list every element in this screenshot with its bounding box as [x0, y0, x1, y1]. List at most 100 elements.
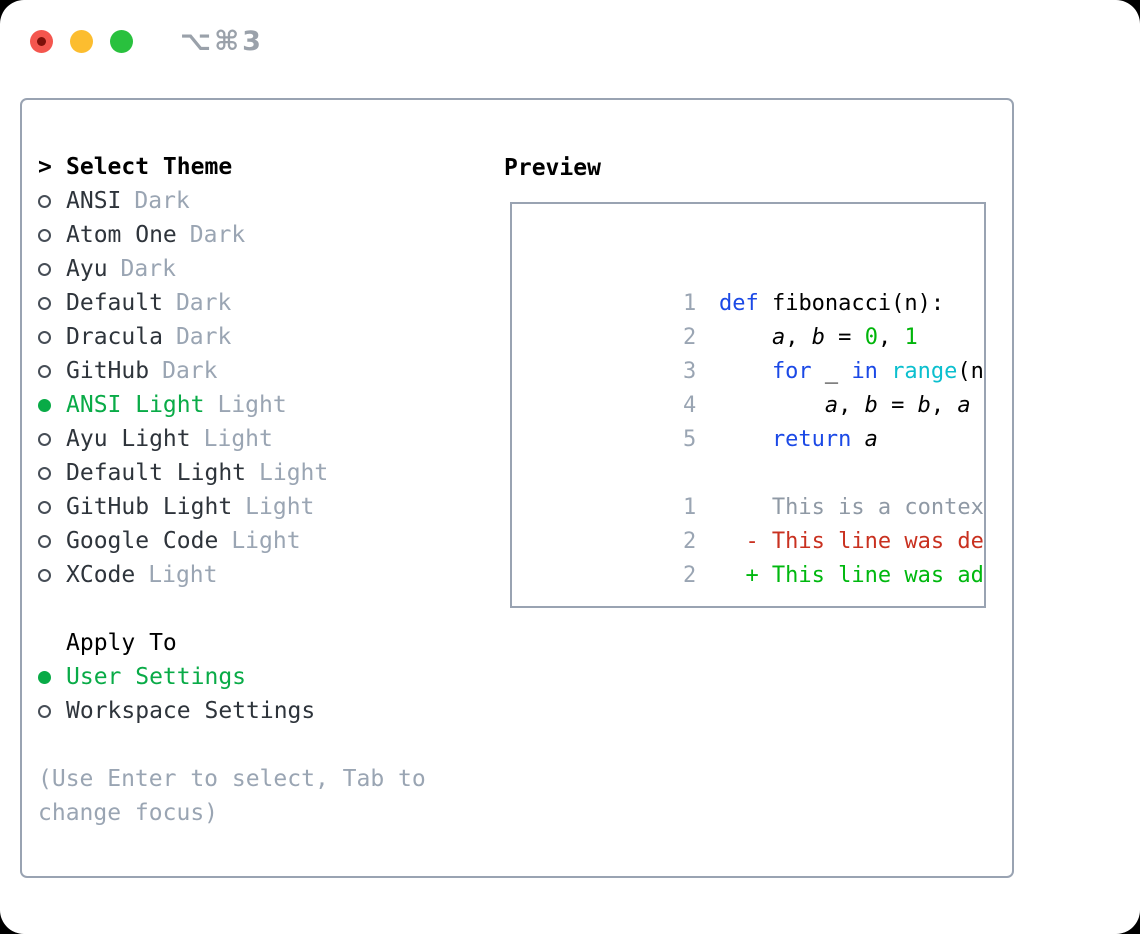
- line-number: 1: [682, 495, 697, 520]
- line-number: 5: [682, 427, 697, 452]
- theme-name: ANSI: [66, 188, 122, 214]
- spacer: [38, 728, 453, 762]
- diff-line: 2 - This line was deleted.: [524, 491, 984, 554]
- code-token: (n):: [957, 359, 984, 384]
- theme-variant-label: Light: [245, 494, 315, 520]
- theme-option[interactable]: Google Code Light: [38, 524, 453, 558]
- theme-option[interactable]: XCode Light: [38, 558, 453, 592]
- code-line: 3 for _ in range(n):: [524, 321, 984, 384]
- theme-variant-label: Light: [217, 392, 287, 418]
- theme-option[interactable]: Ayu Dark: [38, 252, 453, 286]
- code-text: return a: [719, 427, 878, 452]
- apply-option[interactable]: User Settings: [38, 660, 453, 694]
- radio-icon: [38, 228, 66, 242]
- code-line: 5 return a: [524, 389, 984, 452]
- line-number: 3: [682, 359, 697, 384]
- theme-variant-label: Light: [259, 460, 329, 486]
- minimize-button[interactable]: [70, 30, 93, 53]
- radio-icon: [38, 364, 66, 378]
- theme-variant-label: Light: [203, 426, 273, 452]
- theme-variant-label: Dark: [134, 188, 190, 214]
- code-token: 1: [904, 325, 918, 350]
- code-text: for _ in range(n):: [719, 359, 984, 384]
- code-token: ,: [930, 393, 958, 418]
- theme-variant-label: Dark: [189, 222, 246, 248]
- code-token: [719, 393, 825, 418]
- radio-icon: [38, 296, 66, 310]
- section-title-apply-to: Apply To: [66, 630, 177, 656]
- theme-name: Ayu: [66, 256, 108, 282]
- code-token: [719, 325, 772, 350]
- code-text: a, b = b, a + b: [719, 393, 984, 418]
- theme-variant-label: Light: [148, 562, 218, 588]
- radio-icon: [38, 704, 66, 718]
- theme-name: Atom One: [66, 222, 177, 248]
- apply-option[interactable]: Workspace Settings: [38, 694, 453, 728]
- code-token: [719, 359, 772, 384]
- theme-option[interactable]: ANSI Dark: [38, 184, 453, 218]
- apply-to-list: User Settings Workspace Settings: [38, 660, 453, 728]
- theme-option[interactable]: Atom One Dark: [38, 218, 453, 252]
- close-button[interactable]: [30, 30, 53, 53]
- radio-icon: [38, 330, 66, 344]
- theme-option[interactable]: Dracula Dark: [38, 320, 453, 354]
- theme-name: Default Light: [66, 460, 247, 486]
- radio-icon: [38, 568, 66, 582]
- theme-option[interactable]: GitHub Light Light: [38, 490, 453, 524]
- window-shortcut-label: ⌥⌘3: [180, 26, 264, 57]
- window-titlebar: ⌥⌘3: [30, 26, 264, 57]
- preview-title: Preview: [504, 155, 601, 181]
- theme-variant-label: Dark: [175, 324, 232, 350]
- code-token: [719, 427, 772, 452]
- code-token: ,: [838, 393, 865, 418]
- code-text: def fibonacci(n):: [719, 291, 944, 316]
- zoom-button[interactable]: [110, 30, 133, 53]
- code-token: in: [851, 359, 878, 384]
- theme-name: ANSI Light: [66, 392, 205, 418]
- radio-icon: [38, 500, 66, 514]
- radio-icon: [38, 194, 66, 208]
- code-token: ,: [877, 325, 905, 350]
- code-token: return: [771, 427, 852, 452]
- diff-line: 1 This is a context line.: [524, 457, 984, 520]
- theme-name: GitHub: [66, 358, 150, 384]
- diff-line: 2 + This line was added.: [524, 525, 984, 588]
- code-token: b: [864, 393, 878, 418]
- code-token: ,: [785, 325, 812, 350]
- theme-name: Ayu Light: [66, 426, 191, 452]
- theme-variant-label: Dark: [120, 256, 176, 282]
- theme-option[interactable]: ANSI Light Light: [38, 388, 453, 422]
- hint-text: (Use Enter to select, Tab to change focu…: [38, 766, 426, 826]
- radio-icon: [38, 534, 66, 548]
- diff-text: This is a context line.: [771, 495, 984, 520]
- diff-block: 1 This is a context line. 2 - This line …: [524, 457, 984, 588]
- code-token: b: [917, 393, 931, 418]
- theme-option[interactable]: Ayu Light Light: [38, 422, 453, 456]
- section-title-select-theme: Select Theme: [66, 154, 233, 180]
- theme-picker-panel: > Select Theme ANSI Dark Atom One Dark A: [20, 98, 1014, 878]
- theme-variant-label: Light: [231, 528, 301, 554]
- code-token: _: [811, 359, 852, 384]
- line-number: 2: [682, 529, 697, 554]
- line-number: 2: [682, 563, 697, 588]
- code-token: [851, 427, 864, 452]
- diff-text: - This line was deleted.: [745, 529, 984, 554]
- apply-option-label: Workspace Settings: [66, 698, 316, 724]
- code-token: fibonacci(n):: [758, 291, 945, 316]
- radio-icon: [38, 466, 66, 480]
- line-number: 2: [682, 325, 697, 350]
- theme-option[interactable]: Default Light Light: [38, 456, 453, 490]
- code-text: a, b = 0, 1: [719, 325, 918, 350]
- code-token: def: [718, 291, 759, 316]
- spacer: [38, 592, 453, 626]
- radio-icon: [38, 398, 66, 412]
- code-line: 2 a, b = 0, 1: [524, 287, 984, 350]
- radio-icon: [38, 670, 66, 684]
- code-token: a: [771, 325, 786, 350]
- theme-option[interactable]: GitHub Dark: [38, 354, 453, 388]
- theme-list: ANSI Dark Atom One Dark Ayu Dark Default…: [38, 184, 453, 592]
- theme-option[interactable]: Default Dark: [38, 286, 453, 320]
